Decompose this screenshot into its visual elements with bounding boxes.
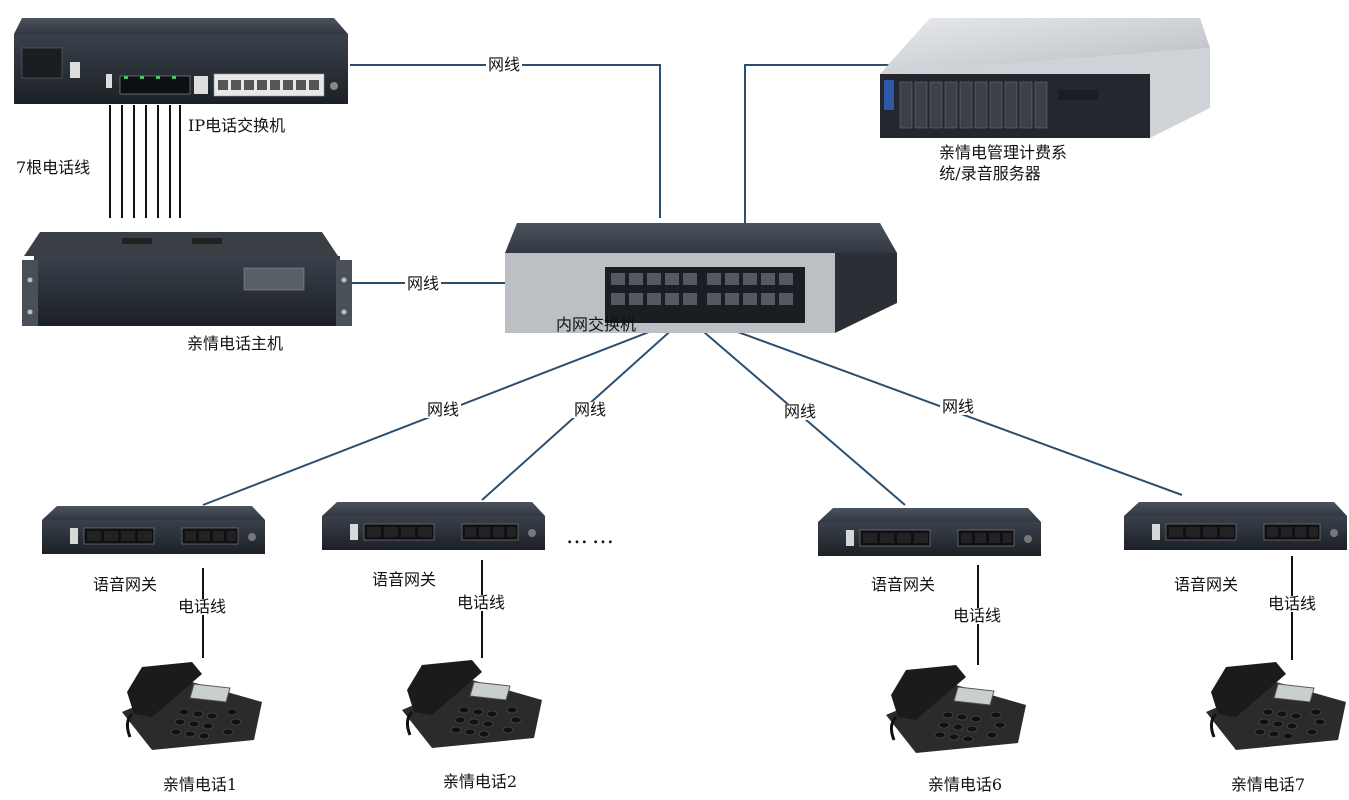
billing-recording-server	[880, 18, 1210, 138]
family-host-label: 亲情电话主机	[186, 334, 284, 353]
gateway-7-label: 语音网关	[1173, 575, 1239, 594]
voice-gateway-1	[41, 505, 266, 555]
phone-7-label: 亲情电话7	[1230, 775, 1306, 794]
cable-label-gw1: 网线	[425, 400, 462, 419]
family-phone-1	[120, 660, 264, 752]
family-phone-6	[884, 663, 1028, 755]
gateway-2-label: 语音网关	[371, 570, 437, 589]
phone-cables	[202, 556, 1293, 665]
seven-phone-lines	[109, 105, 181, 218]
phone-line-label-7: 电话线	[1266, 594, 1319, 613]
server-label-line2: 统/录音服务器	[939, 164, 1041, 183]
phone-line-label-1: 电话线	[176, 597, 229, 616]
phone-line-label-6: 电话线	[951, 606, 1004, 625]
voice-gateway-2	[321, 501, 546, 551]
family-phone-2	[400, 658, 544, 750]
internal-switch-device	[505, 223, 897, 333]
ip-pbx-label: IP电话交换机	[186, 116, 288, 135]
seven-phone-lines-label: 7根电话线	[16, 158, 91, 177]
server-label-line1: 亲情电管理计费系	[938, 143, 1068, 162]
ellipsis: ……	[566, 524, 618, 549]
cable-label-gw2: 网线	[572, 400, 609, 419]
gateway-1-label: 语音网关	[92, 575, 158, 594]
voice-gateway-7	[1123, 501, 1348, 551]
family-phone-host-device	[22, 232, 352, 326]
voice-gateway-6	[817, 507, 1042, 557]
cable-label-gw6: 网线	[782, 402, 819, 421]
ip-pbx-device	[14, 18, 348, 104]
cable-label-host: 网线	[405, 274, 442, 293]
switch-label: 内网交换机	[555, 315, 637, 334]
phone-6-label: 亲情电话6	[927, 775, 1003, 794]
cable-pbx-switch	[350, 64, 661, 218]
phone-2-label: 亲情电话2	[442, 772, 518, 791]
family-phone-7	[1204, 660, 1348, 752]
cable-label-gw7: 网线	[940, 397, 977, 416]
phone-1-label: 亲情电话1	[162, 775, 238, 794]
cable-server-switch	[744, 64, 890, 232]
cable-label-pbx: 网线	[486, 55, 523, 74]
gateway-6-label: 语音网关	[870, 575, 936, 594]
phone-line-label-2: 电话线	[455, 593, 508, 612]
